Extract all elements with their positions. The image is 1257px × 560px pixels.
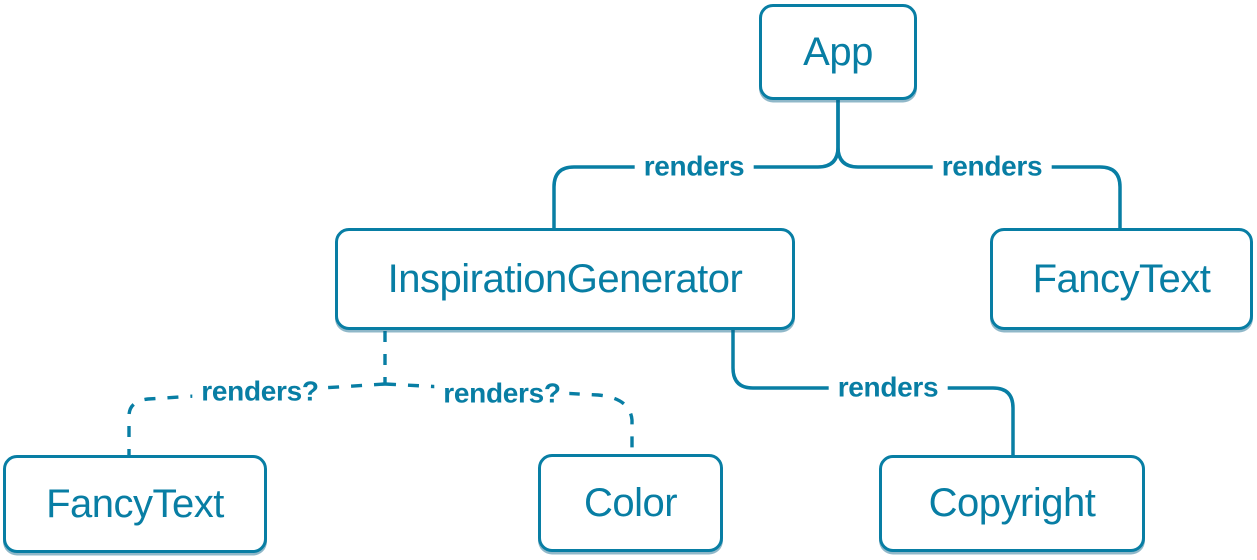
edge-inspirationgenerator-fancytext-conditional — [127, 382, 386, 455]
node-copyright: Copyright — [879, 455, 1145, 552]
node-inspiration-generator-label: InspirationGenerator — [387, 256, 743, 301]
node-fancy-text-top-label: FancyText — [1032, 256, 1211, 301]
node-fancy-text-bottom: FancyText — [3, 455, 267, 553]
edge-label-renders-conditional-color: renders? — [434, 378, 570, 410]
edge-label-renders-copyright: renders — [828, 372, 948, 404]
node-inspiration-generator: InspirationGenerator — [335, 228, 795, 330]
node-color: Color — [538, 454, 723, 552]
edge-inspirationgenerator-color-conditional — [384, 382, 634, 455]
node-copyright-label: Copyright — [928, 481, 1096, 525]
node-app-label: App — [803, 29, 873, 74]
node-fancy-text-bottom-label: FancyText — [46, 481, 224, 526]
edge-label-renders-inspirationgenerator: renders — [634, 151, 754, 183]
edge-label-renders-conditional-fancytext: renders? — [192, 376, 328, 408]
node-fancy-text-top: FancyText — [990, 228, 1253, 330]
edge-label-renders-fancytext: renders — [932, 151, 1052, 183]
node-color-label: Color — [583, 480, 678, 525]
node-app: App — [759, 4, 917, 100]
